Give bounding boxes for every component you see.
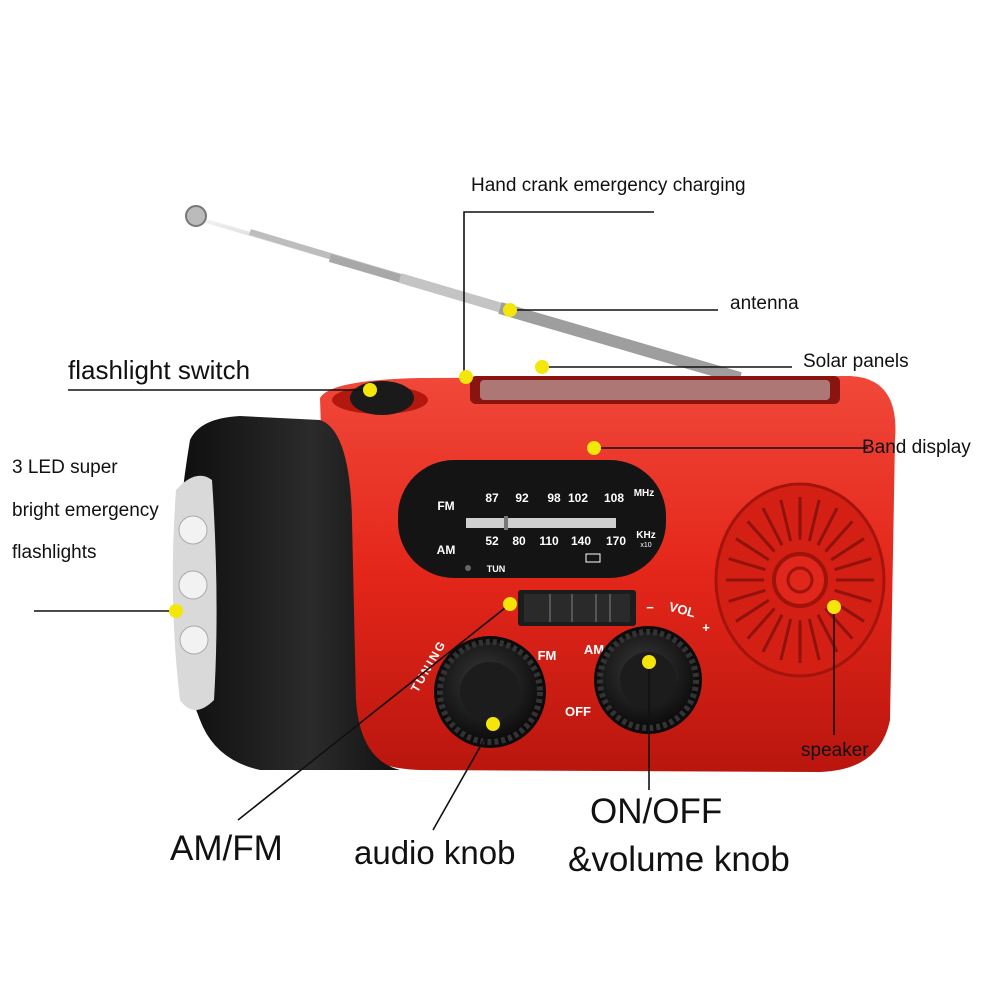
band-am-label: AM	[584, 642, 604, 657]
marker-led	[169, 604, 183, 618]
speaker-slot	[728, 588, 766, 603]
dial-am-tick-4: 170	[606, 534, 626, 548]
band-slider	[518, 590, 636, 626]
marker-solar	[535, 360, 549, 374]
dial-fm-label: FM	[437, 499, 454, 513]
tun-led-icon	[465, 565, 471, 571]
antenna	[185, 205, 742, 384]
marker-audio-knob	[486, 717, 500, 731]
dial-fm-tick-3: 102	[568, 491, 588, 505]
label-hand-crank: Hand crank emergency charging	[471, 175, 746, 196]
battery-icon	[585, 553, 601, 563]
marker-antenna	[503, 303, 517, 317]
marker-speaker	[827, 600, 841, 614]
speaker-slot	[779, 618, 793, 661]
speaker-slot	[824, 520, 854, 553]
dial-tun-label: TUN	[487, 564, 506, 574]
label-speaker: speaker	[801, 740, 869, 761]
label-audio-knob: audio knob	[354, 834, 516, 871]
speaker-slot	[807, 618, 821, 661]
speaker-slot	[834, 557, 872, 572]
label-flashlight-switch: flashlight switch	[68, 355, 251, 385]
label-volume-knob: &volume knob	[568, 840, 790, 879]
dial-fm-tick-4: 108	[604, 491, 624, 505]
flashlight-switch	[350, 381, 414, 415]
tuning-knob	[434, 636, 546, 748]
band-display: FM AM 87 92 98 102 108 52 80 110 140 170 MHz KHz…	[398, 460, 666, 578]
speaker	[714, 482, 886, 678]
flashlight-head	[172, 416, 400, 770]
volume-knob	[594, 626, 702, 734]
vol-minus-label: −	[646, 600, 654, 615]
dial-am-unit-sub: x10	[640, 542, 651, 549]
dial-fm-unit: MHz	[634, 488, 655, 499]
marker-amfm	[503, 597, 517, 611]
dial-scale	[466, 518, 616, 528]
dial-am-tick-1: 80	[512, 534, 526, 548]
vol-plus-label: +	[702, 620, 710, 635]
label-led-3: flashlights	[12, 542, 97, 563]
label-band-display: Band display	[862, 437, 971, 458]
dial-fm-tick-2: 98	[547, 491, 561, 505]
label-amfm: AM/FM	[170, 829, 283, 868]
dial-am-label: AM	[437, 543, 456, 557]
marker-hand-crank	[459, 370, 473, 384]
dial-am-tick-2: 110	[539, 534, 559, 548]
speaker-slot	[779, 499, 793, 542]
speaker-slot	[746, 520, 776, 553]
off-label: OFF	[565, 704, 591, 719]
speaker-slot	[816, 507, 839, 546]
marker-volume-knob	[642, 655, 656, 669]
dial-am-tick-3: 140	[571, 534, 591, 548]
speaker-slot	[824, 607, 854, 640]
speaker-slot	[761, 507, 784, 546]
speaker-slot	[830, 537, 865, 562]
speaker-slot	[735, 537, 770, 562]
speaker-slot	[728, 557, 766, 572]
vol-label: VOL	[667, 599, 697, 620]
label-led-1: 3 LED super	[12, 457, 118, 478]
dial-fm-tick-1: 92	[515, 491, 529, 505]
band-fm-label: FM	[538, 648, 557, 663]
speaker-slot	[735, 598, 770, 623]
marker-band-display	[587, 441, 601, 455]
label-antenna: antenna	[730, 293, 799, 314]
dial-am-unit: KHz	[636, 530, 655, 541]
dial-am-tick-0: 52	[485, 534, 499, 548]
speaker-slot	[746, 607, 776, 640]
label-onoff: ON/OFF	[590, 792, 723, 831]
label-solar: Solar panels	[803, 351, 909, 372]
markers	[169, 303, 841, 731]
dial-needle	[504, 516, 508, 530]
dial-fm-tick-0: 87	[485, 491, 499, 505]
marker-flashlight-switch	[363, 383, 377, 397]
speaker-slot	[834, 588, 872, 603]
leader-lines	[34, 211, 868, 831]
speaker-slot	[761, 614, 784, 653]
label-led-2: bright emergency	[12, 500, 159, 521]
speaker-slot	[807, 499, 821, 542]
